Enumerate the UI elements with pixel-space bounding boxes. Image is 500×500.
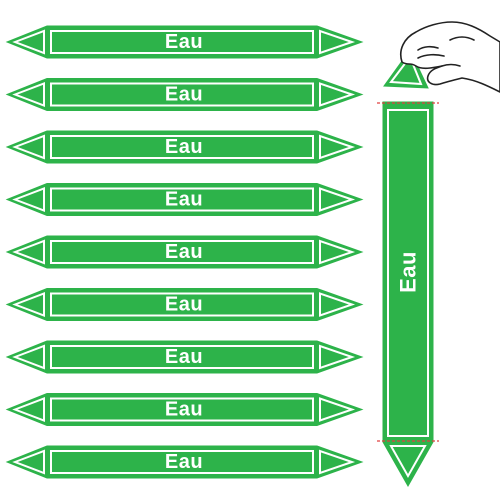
pipe-label: Eau bbox=[5, 235, 364, 269]
pipe-label-inner-frame bbox=[50, 135, 314, 159]
pipe-label-body bbox=[7, 446, 362, 478]
vertical-label-inner-frame bbox=[387, 109, 429, 437]
pipe-label-text: Eau bbox=[165, 136, 203, 158]
pipe-label-left-arrow bbox=[12, 449, 45, 475]
pipe-label-right-arrow bbox=[319, 239, 356, 265]
pipe-label-right-arrow bbox=[319, 344, 356, 370]
vertical-label-text: Eau bbox=[396, 251, 421, 293]
pipe-label-text: Eau bbox=[165, 451, 203, 473]
pipe-label-left-arrow bbox=[12, 239, 45, 265]
pipe-label-left-arrow bbox=[12, 397, 45, 422]
pipe-label-text: Eau bbox=[165, 346, 203, 368]
pipe-label-body bbox=[7, 341, 362, 373]
pipe-label: Eau bbox=[5, 78, 364, 111]
pipe-label: Eau bbox=[5, 25, 364, 59]
pipe-label-right-arrow bbox=[319, 397, 356, 422]
pipe-label-outline bbox=[5, 25, 364, 59]
pipe-label-outline bbox=[5, 445, 364, 479]
pipe-label-inner-frame bbox=[50, 292, 314, 317]
pipe-label-body bbox=[7, 131, 362, 163]
pipe-label-left-arrow bbox=[12, 134, 45, 160]
pipe-label-inner-frame bbox=[50, 397, 314, 422]
pipe-label-left-arrow bbox=[12, 344, 45, 370]
pipe-label-right-arrow bbox=[319, 187, 356, 212]
pipe-label-outline bbox=[5, 340, 364, 374]
pipe-label-inner-frame bbox=[50, 345, 314, 369]
pipe-label-right-arrow bbox=[319, 449, 356, 475]
pipe-label: Eau bbox=[5, 340, 364, 374]
pipe-label-left-arrow bbox=[12, 292, 45, 317]
pipe-label: Eau bbox=[5, 130, 364, 164]
pipe-label-text: Eau bbox=[165, 31, 203, 53]
pipe-label-left-arrow bbox=[12, 187, 45, 212]
pipe-label-outline bbox=[5, 130, 364, 164]
pipe-label-text: Eau bbox=[165, 241, 203, 263]
hand-peeling-icon bbox=[400, 21, 500, 93]
pipe-label: Eau bbox=[5, 445, 364, 479]
pipe-label-right-arrow bbox=[319, 134, 356, 160]
pipe-label: Eau bbox=[5, 183, 364, 216]
pipe-label-outline bbox=[5, 183, 364, 216]
peeled-tip-inner bbox=[389, 54, 423, 86]
pipe-label-right-arrow bbox=[319, 29, 356, 55]
pipe-label-inner-frame bbox=[50, 450, 314, 474]
pipe-label-inner-frame bbox=[50, 82, 314, 107]
pipe-label-right-arrow bbox=[319, 82, 356, 107]
pipe-label-body bbox=[7, 393, 362, 426]
pipe-label-body bbox=[7, 78, 362, 111]
vertical-label-arrow-outline bbox=[389, 445, 427, 479]
pipe-label-outline bbox=[5, 78, 364, 111]
pipe-label-text: Eau bbox=[165, 84, 203, 106]
pipe-label-inner-frame bbox=[50, 30, 314, 54]
pipe-label-right-arrow bbox=[319, 292, 356, 317]
pipe-label-outline bbox=[5, 393, 364, 426]
pipe-label-outline bbox=[5, 235, 364, 269]
peeled-tip bbox=[383, 49, 429, 89]
pipe-label: Eau bbox=[5, 393, 364, 426]
pipe-label-left-arrow bbox=[12, 82, 45, 107]
pipe-label-body bbox=[7, 183, 362, 216]
pipe-label-text: Eau bbox=[165, 294, 203, 316]
pipe-label-inner-frame bbox=[50, 240, 314, 264]
pipe-label-body bbox=[7, 288, 362, 321]
pipe-label-inner-frame bbox=[50, 187, 314, 212]
pipe-label-text: Eau bbox=[165, 189, 203, 211]
pipe-label-body bbox=[7, 236, 362, 268]
pipe-label-body bbox=[7, 26, 362, 58]
pipe-label: Eau bbox=[5, 288, 364, 321]
vertical-label: Eau bbox=[377, 21, 500, 488]
pipe-label-outline bbox=[5, 288, 364, 321]
pipe-label-text: Eau bbox=[165, 399, 203, 421]
pipe-label-left-arrow bbox=[12, 29, 45, 55]
vertical-label-body bbox=[382, 101, 434, 488]
